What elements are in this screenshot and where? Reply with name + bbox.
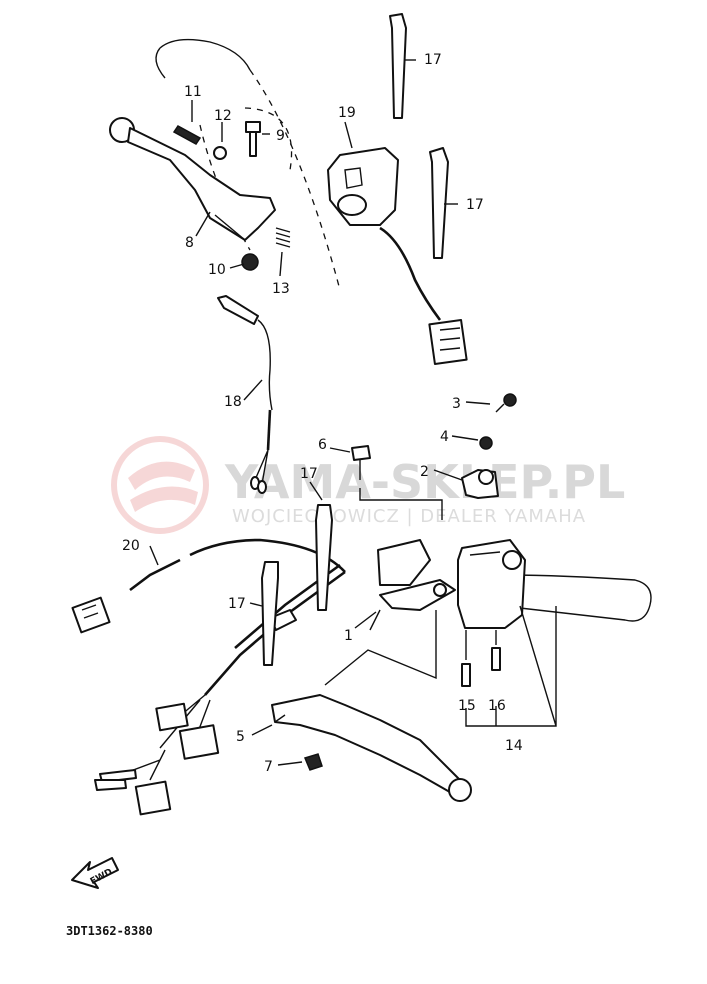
upper-lever-assembly (109, 38, 341, 291)
part-label-10: 10 (208, 262, 226, 278)
switch-14-assembly (457, 539, 652, 727)
yamaha-logo-watermark (111, 436, 209, 534)
part-label-3: 3 (452, 396, 461, 412)
switch-18 (217, 295, 273, 494)
part-label-20: 20 (122, 538, 140, 554)
switch-19 (327, 147, 468, 366)
part-label-17-top: 17 (424, 52, 442, 68)
part-label-6: 6 (318, 437, 327, 453)
lever-holder-1 (324, 539, 456, 686)
part-label-14: 14 (505, 738, 523, 754)
leader-lines (149, 59, 491, 766)
part-label-13: 13 (272, 281, 290, 297)
wire-harness-20 (71, 504, 346, 816)
part-label-8: 8 (185, 235, 194, 251)
part-label-2: 2 (420, 464, 429, 480)
nut-4 (479, 436, 493, 450)
diagram-code: 3DT1362-8380 (66, 924, 153, 938)
part-label-12: 12 (214, 108, 232, 124)
part-label-17-upper-right: 17 (466, 197, 484, 213)
part-label-4: 4 (440, 429, 449, 445)
part-label-9: 9 (276, 128, 285, 144)
part-label-16: 16 (488, 698, 506, 714)
part-label-17-lower: 17 (228, 596, 246, 612)
part-label-18: 18 (224, 394, 242, 410)
part-labels: 1 2 3 4 5 6 7 8 9 10 11 12 13 14 15 16 1… (122, 52, 523, 775)
holder-2 (461, 469, 499, 499)
screw-3 (495, 393, 517, 413)
part-label-15: 15 (458, 698, 476, 714)
part-label-19: 19 (338, 105, 356, 121)
nut-7 (303, 753, 323, 771)
part-label-1: 1 (344, 628, 353, 644)
watermark-subtext: WOJCIECHOWICZ | DEALER YAMAHA (232, 506, 586, 527)
bolt-6 (351, 445, 443, 520)
part-label-7: 7 (264, 759, 273, 775)
part-label-11: 11 (184, 84, 202, 100)
part-label-5: 5 (236, 729, 245, 745)
cable-tie-17-top (389, 13, 449, 259)
fwd-arrow-icon: FWD (71, 857, 119, 889)
part-label-17-middle: 17 (300, 466, 318, 482)
lever-5 (271, 694, 472, 802)
